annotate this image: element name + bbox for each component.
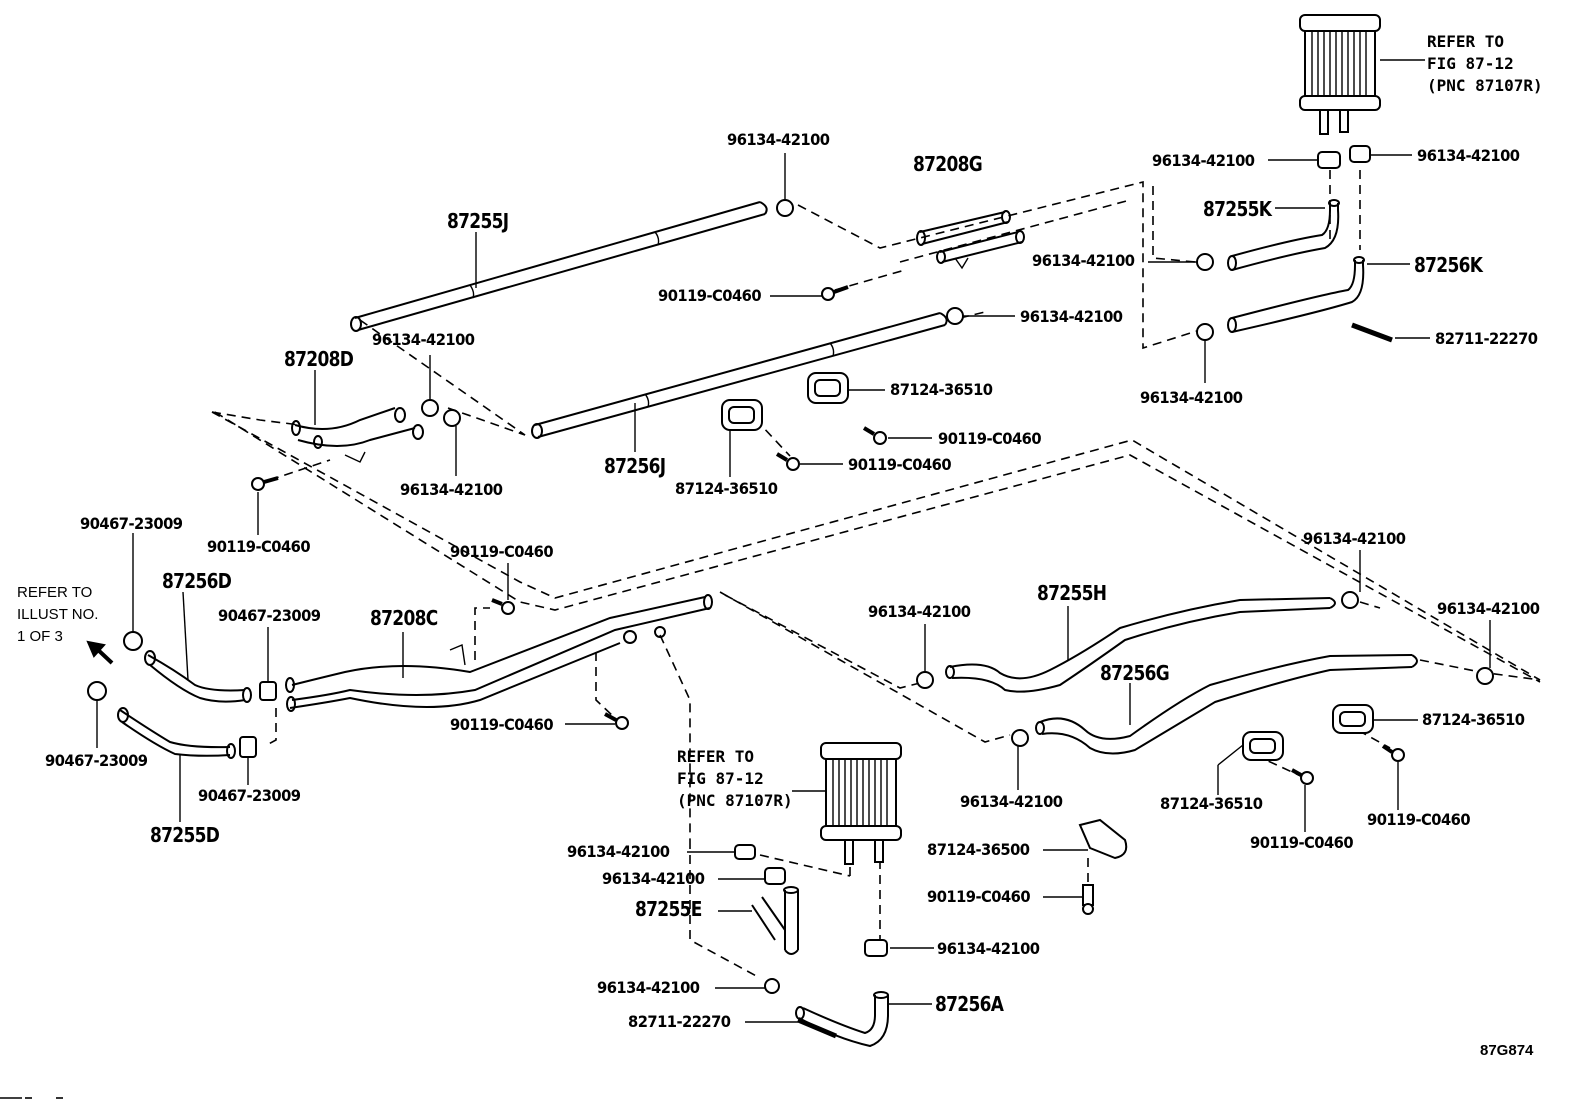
label-hose-87255k: 87255K: [1203, 197, 1272, 221]
hose-87256k-icon: [1228, 257, 1364, 332]
note-refer-fig-top: REFER TO FIG 87-12 (PNC 87107R): [1427, 31, 1543, 97]
label-clamp: 96134-42100: [1303, 529, 1406, 548]
label-bolt: 90119-C0460: [1367, 810, 1471, 829]
note-line: FIG 87-12: [677, 769, 764, 788]
label-bolt: 90119-C0460: [848, 455, 952, 474]
label-clamp: 96134-42100: [1140, 388, 1243, 407]
note-line: ILLUST NO.: [17, 606, 99, 623]
direction-arrow-icon: [88, 642, 112, 663]
label-pipe-87208d: 87208D: [284, 347, 354, 371]
label-clamp: 96134-42100: [1417, 146, 1520, 165]
clip-icons: [88, 632, 276, 757]
tie-band-icons: [798, 325, 1392, 1036]
clamp-icons: [422, 146, 1493, 993]
label-clip: 90467-23009: [45, 751, 148, 770]
label-bolt: 90119-C0460: [207, 537, 311, 556]
label-clamp-holder: 87124-36510: [1422, 710, 1525, 729]
label-clamp: 96134-42100: [1020, 307, 1123, 326]
note-line: (PNC 87107R): [1427, 76, 1543, 95]
label-hose-87256j: 87256J: [604, 454, 666, 478]
hose-87256d-icon: [145, 651, 251, 702]
label-hose-87255h: 87255H: [1037, 581, 1107, 605]
label-clamp: 96134-42100: [960, 792, 1063, 811]
label-hose-87256d: 87256D: [162, 569, 232, 593]
figure-code: 87G874: [1480, 1042, 1534, 1059]
label-hose-87256a: 87256A: [935, 992, 1004, 1016]
hose-87256g-icon: [1036, 655, 1417, 754]
note-line: 1 OF 3: [17, 628, 63, 645]
label-clamp: 96134-42100: [937, 939, 1040, 958]
pipe-87255j-icon: [351, 202, 767, 331]
heater-core-mid-icon: [792, 743, 901, 864]
label-hose-87255e: 87255E: [635, 897, 702, 921]
hose-87255k-icon: [1228, 200, 1339, 270]
leader-lines: [97, 153, 1490, 1022]
pipe-87208c-icon: [286, 595, 712, 711]
label-pipe-87208g: 87208G: [913, 152, 983, 176]
label-clip: 90467-23009: [198, 786, 301, 805]
label-clamp: 96134-42100: [602, 869, 705, 888]
label-clamp-holder: 87124-36510: [890, 380, 993, 399]
label-clamp: 96134-42100: [1437, 599, 1540, 618]
label-clamp-holder: 87124-36510: [1160, 794, 1263, 813]
hose-87256a-icon: [796, 992, 888, 1046]
label-pipe-87208c: 87208C: [370, 606, 438, 630]
label-clip: 90467-23009: [80, 514, 183, 533]
label-clamp: 96134-42100: [372, 330, 475, 349]
label-bolt: 90119-C0460: [450, 715, 554, 734]
note-line: REFER TO: [17, 584, 93, 601]
note-refer-illust: REFER TO ILLUST NO. 1 OF 3: [17, 582, 98, 648]
hose-87255e-icon: [752, 887, 798, 954]
label-clamp: 96134-42100: [567, 842, 670, 861]
label-tie-band: 82711-22270: [1435, 329, 1538, 348]
label-clamp-holder-b: 87124-36500: [927, 840, 1030, 859]
label-tie-band: 82711-22270: [628, 1012, 731, 1031]
dashed-guide-lines: [212, 170, 1540, 978]
label-bolt: 90119-C0460: [1250, 833, 1354, 852]
label-hose-87256g: 87256G: [1100, 661, 1170, 685]
label-clip: 90467-23009: [218, 606, 321, 625]
label-clamp: 96134-42100: [597, 978, 700, 997]
note-line: FIG 87-12: [1427, 54, 1514, 73]
label-hose-87256k: 87256K: [1414, 253, 1483, 277]
note-line: (PNC 87107R): [677, 791, 793, 810]
hose-87255d-icon: [118, 708, 235, 758]
label-clamp: 96134-42100: [1152, 151, 1255, 170]
note-line: REFER TO: [677, 747, 755, 766]
label-hose-87255d: 87255D: [150, 823, 220, 847]
heater-core-top-icon: [1300, 15, 1425, 134]
clamp-holder-icons: [722, 373, 1373, 858]
bolt-icons: [252, 287, 1404, 914]
note-line: REFER TO: [1427, 32, 1505, 51]
pipe-87208d-icon: [292, 408, 423, 462]
label-bolt: 90119-C0460: [938, 429, 1042, 448]
pipe-87208g-icon: [917, 211, 1024, 268]
label-bolt: 90119-C0460: [927, 887, 1031, 906]
label-clamp-holder: 87124-36510: [675, 479, 778, 498]
label-clamp: 96134-42100: [727, 130, 830, 149]
note-refer-fig-mid: REFER TO FIG 87-12 (PNC 87107R): [677, 746, 793, 812]
label-bolt: 90119-C0460: [450, 542, 554, 561]
hose-87255h-icon: [946, 598, 1335, 692]
label-hose-87255j: 87255J: [447, 209, 509, 233]
label-clamp: 96134-42100: [400, 480, 503, 499]
label-clamp: 96134-42100: [868, 602, 971, 621]
label-bolt: 90119-C0460: [658, 286, 762, 305]
pipe-87256j-icon: [532, 313, 947, 438]
label-clamp: 96134-42100: [1032, 251, 1135, 270]
